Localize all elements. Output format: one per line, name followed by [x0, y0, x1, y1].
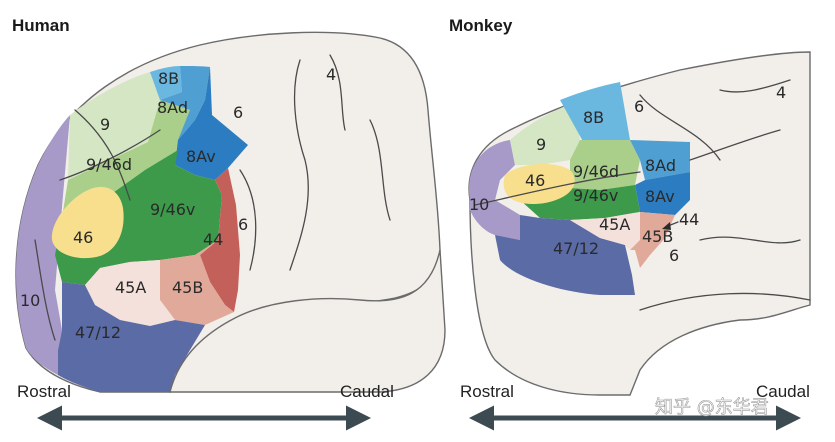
human-title: Human: [12, 16, 70, 35]
human-area-45A-region: [85, 260, 175, 326]
monkey-rostral-label: Rostral: [460, 382, 514, 401]
human-caudal-label: Caudal: [340, 382, 394, 401]
human-label-6-top: 6: [233, 103, 243, 122]
human-label-9-46d: 9/46d: [86, 155, 132, 174]
monkey-principal-sulcus: [474, 171, 641, 206]
human-area-4712-region: [58, 282, 205, 392]
human-area-10-region: [16, 115, 71, 375]
monkey-label-6-top: 6: [634, 97, 644, 116]
monkey-label-47-12: 47/12: [553, 239, 599, 258]
monkey-area-10-region: [469, 140, 520, 240]
monkey-label-9-46d: 9/46d: [573, 162, 619, 181]
monkey-area-4712-region: [495, 215, 635, 295]
monkey-area-9-region: [510, 102, 580, 165]
human-central-sulcus: [289, 59, 309, 271]
human-sulcus-d: [59, 129, 161, 181]
human-label-8Ad: 8Ad: [157, 98, 188, 117]
monkey-label-9-46v: 9/46v: [573, 186, 618, 205]
monkey-title: Monkey: [449, 16, 513, 35]
monkey-sulcus-b: [699, 236, 801, 244]
monkey-label-9: 9: [536, 135, 546, 154]
monkey-area-8Ad-region: [630, 140, 690, 180]
monkey-label-6-low: 6: [669, 246, 679, 265]
monkey-label-10: 10: [469, 195, 489, 214]
human-area-9-region: [68, 72, 160, 180]
human-label-47-12: 47/12: [75, 323, 121, 342]
monkey-44-pointer-head: [662, 222, 671, 230]
human-area-8B-region: [150, 66, 182, 100]
human-label-45A: 45A: [115, 278, 146, 297]
human-temporal-lobe: [169, 249, 446, 393]
watermark: 知乎 @东华君: [655, 397, 769, 418]
human-area-45B-region: [160, 240, 234, 325]
monkey-label-44: 44: [679, 210, 699, 229]
monkey-area-8Av-region: [635, 172, 690, 215]
human-label-46: 46: [73, 228, 93, 247]
human-label-9-46v: 9/46v: [150, 200, 195, 219]
human-label-44: 44: [203, 230, 223, 249]
human-label-8Av: 8Av: [186, 147, 216, 166]
monkey-label-8B: 8B: [583, 108, 604, 127]
human-rostral-label: Rostral: [17, 382, 71, 401]
monkey-sulcus-c: [719, 79, 791, 93]
human-sulcus-e: [34, 239, 56, 341]
human-label-8B: 8B: [158, 69, 179, 88]
monkey-area-946d-region: [570, 140, 640, 190]
human-label-10: 10: [20, 291, 40, 310]
monkey-label-8Av: 8Av: [645, 187, 675, 206]
monkey-label-46: 46: [525, 171, 545, 190]
monkey-area-8B-region: [560, 82, 630, 145]
monkey-area-45B-region: [630, 212, 675, 268]
monkey-sulcus-a: [689, 129, 781, 161]
monkey-label-8Ad: 8Ad: [645, 156, 676, 175]
monkey-sylvian: [639, 292, 811, 311]
human-sulcus-a: [329, 54, 346, 131]
monkey-label-45A: 45A: [599, 215, 630, 234]
human-panel: Human 8B 8Ad 6 4 9 9/46d 8Av 9/46: [12, 16, 446, 431]
human-sulcus-f: [369, 119, 391, 221]
monkey-area-45A-region: [570, 212, 640, 250]
human-label-45B: 45B: [172, 278, 203, 297]
human-label-4: 4: [326, 65, 336, 84]
human-label-9: 9: [100, 115, 110, 134]
monkey-label-4: 4: [776, 83, 786, 102]
human-area-44-region: [200, 168, 240, 312]
human-area-8Av-region: [175, 67, 248, 180]
human-area-46-region: [51, 186, 124, 259]
monkey-panel: Monkey 4 8B 6 9 9/46d 8Ad 46 9/46v 8Av: [449, 16, 811, 431]
human-label-6-mid: 6: [238, 215, 248, 234]
monkey-label-45B: 45B: [642, 227, 673, 246]
monkey-arcuate-sulcus: [639, 94, 721, 161]
human-sulcus-c: [74, 109, 131, 201]
monkey-caudal-label: Caudal: [756, 382, 810, 401]
human-sulcus-b: [239, 169, 257, 271]
human-area-8Ad-region: [160, 66, 210, 140]
